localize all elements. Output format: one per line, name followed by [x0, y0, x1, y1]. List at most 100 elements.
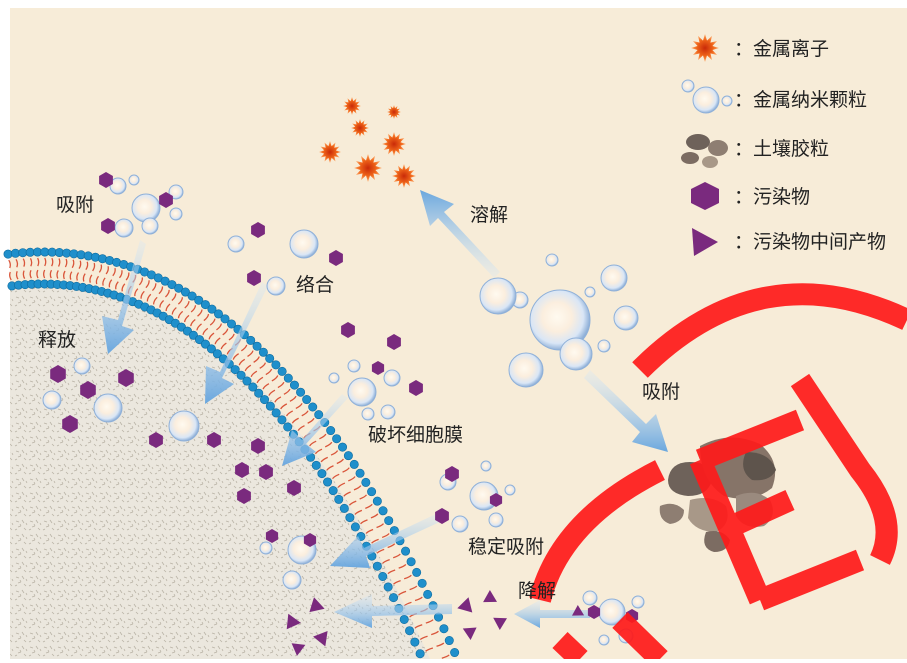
lipid-tail [376, 523, 385, 529]
metal-ion [387, 105, 401, 119]
lipid-tail [382, 559, 390, 564]
lipid-tail [265, 368, 273, 376]
legend-pollutant-icon [691, 182, 719, 210]
lipid-tail [36, 269, 39, 279]
lipid-head [258, 347, 268, 357]
nanoparticle [545, 253, 559, 267]
lipid-head [317, 469, 327, 479]
lipid-tail [29, 269, 32, 279]
nanoparticle [141, 217, 159, 235]
nanoparticle [582, 590, 598, 606]
lipid-tail [22, 258, 26, 267]
nanoparticle [479, 277, 517, 315]
metal-ion [343, 97, 361, 115]
lipid-tail [244, 364, 252, 372]
nanoparticle [480, 460, 492, 472]
lipid-tail [57, 258, 61, 267]
pollutant [251, 438, 265, 454]
lipid-tail [371, 538, 379, 544]
process-arrows [102, 190, 668, 628]
lipid-head [401, 546, 411, 556]
complexation-label: 络合 [296, 274, 335, 296]
lipid-tail [125, 272, 130, 281]
nanoparticle [488, 512, 504, 528]
pollutant-intermediate [291, 643, 306, 656]
lipid-head [236, 370, 246, 380]
lipid-tail [387, 543, 396, 549]
pollutant [80, 381, 96, 399]
pollutant [303, 533, 317, 547]
lipid-tail [354, 509, 363, 515]
lipid-head [180, 287, 190, 297]
metal-ion [392, 164, 416, 188]
lipid-head [214, 309, 224, 319]
nanoparticle [584, 286, 596, 298]
lipid-head [412, 567, 422, 577]
lipid-tail [232, 353, 240, 360]
lipid-tail [289, 395, 297, 402]
lipid-tail [115, 281, 119, 290]
lipid-head [277, 366, 287, 376]
pollutant [149, 432, 163, 448]
lipid-tail [220, 342, 227, 350]
lipid-head [378, 571, 388, 581]
lipid-head [334, 494, 344, 504]
degradation-arrow-left [334, 594, 452, 628]
lipid-tail [331, 473, 340, 480]
pollutant [371, 361, 385, 375]
pollutant [207, 432, 221, 448]
lipid-tail [9, 271, 12, 281]
pollutant [435, 508, 449, 524]
lipid-tail [268, 389, 276, 396]
lipid-head [283, 422, 293, 432]
stable-adsorption-arrow [330, 512, 444, 568]
lipid-tail [102, 277, 106, 286]
adsorption-arrow-right [584, 370, 668, 452]
lipid-tail [159, 300, 165, 308]
lipid-head [355, 468, 365, 478]
nanoparticle [131, 193, 161, 223]
pollutant [265, 529, 279, 543]
lipid-tail [359, 494, 368, 500]
metal-ion-cluster [319, 97, 416, 188]
lipid-head [271, 360, 281, 370]
lipid-tail [262, 383, 270, 390]
lipid-head [194, 335, 204, 345]
lipid-tail [360, 519, 368, 525]
degradation-label: 降解 [518, 580, 557, 602]
lipid-tail [151, 283, 157, 292]
pollutant-intermediate [313, 631, 328, 647]
nanoparticle [361, 407, 375, 421]
lipid-tail [105, 266, 109, 275]
lipid-tail [89, 274, 93, 283]
lipid-tail [118, 270, 123, 279]
lipid-head [332, 434, 342, 444]
lipid-tail [336, 458, 344, 465]
pollutant-intermediate [462, 627, 477, 640]
lipid-tail [158, 286, 164, 295]
lipid-head [350, 522, 360, 532]
lipid-tail [98, 264, 103, 273]
lipid-tail [295, 403, 303, 409]
lipid-tail [78, 260, 82, 269]
lipid-head [399, 614, 409, 624]
lipid-tail [398, 564, 407, 569]
lipid-tail [365, 528, 374, 534]
lipid-head [283, 373, 293, 383]
lipid-head [415, 649, 425, 659]
lipid-head [289, 380, 299, 390]
lipid-tail [44, 257, 47, 267]
lipid-tail [197, 309, 203, 317]
lipid-head [248, 382, 258, 392]
nanoparticle [282, 570, 302, 590]
lipid-tail [214, 337, 221, 345]
lipid-tail [171, 307, 177, 315]
lipid-head [378, 506, 388, 516]
lipid-head [260, 395, 270, 405]
lipid-head [345, 513, 355, 523]
lipid-tail [365, 503, 373, 509]
pollutant-intermediate [286, 613, 301, 630]
lipid-tail [71, 259, 75, 269]
lipid-head [361, 477, 371, 487]
